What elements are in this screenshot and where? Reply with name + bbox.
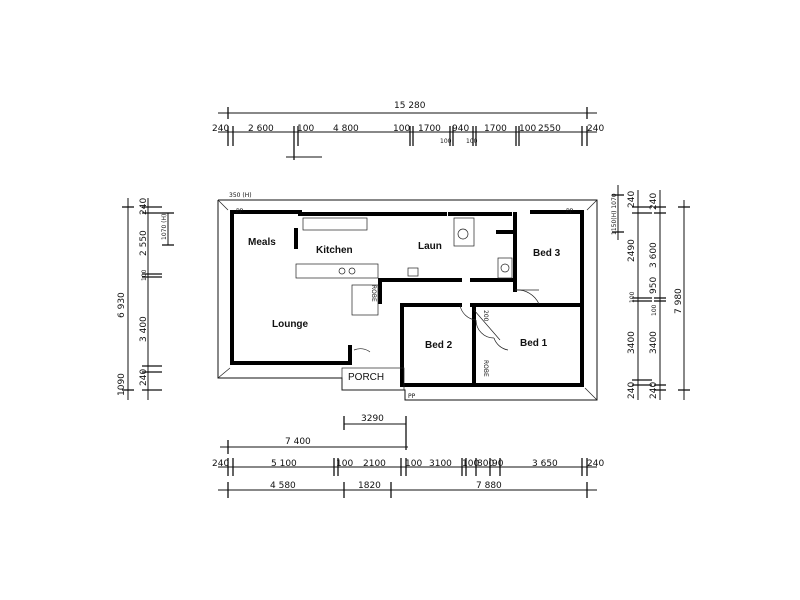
dim-100: 100 [519,124,536,134]
dim-1090: 1090 [117,373,127,396]
dim-overall-depth: 6 930 [117,292,127,318]
dim-800: 800 [477,459,494,469]
dim-100: 100 [405,459,422,469]
bottom-dimensions: 3290 7 400 240 5 100 100 2100 100 3100 1… [212,414,604,498]
right-dimensions: 1150(H) 1070 240 2490 100 3400 240 240 3… [611,185,690,400]
dim-1820: 1820 [358,481,381,491]
dim-240: 240 [139,198,149,215]
dim-1070: 1070 (H) [161,214,168,240]
walls [230,210,584,387]
dim-5100: 5 100 [271,459,297,469]
dim-240: 240 [649,382,659,399]
room-label-bed-1: Bed 1 [520,338,548,349]
dim-3100: 3100 [429,459,452,469]
room-label-kitchen: Kitchen [316,245,353,256]
dim-1700: 1700 [484,124,507,134]
dim-100: 100 [651,304,658,316]
left-dimensions: 6 930 240 2 550 100 3 400 1090 240 1070 … [117,198,174,400]
dim-3600: 3 600 [649,242,659,268]
label-pp: PP [408,393,416,400]
dim-240: 240 [139,369,149,386]
top-dimensions: 15 280 240 2 600 100 4 800 100 1700 940 … [212,101,604,160]
room-label-porch: PORCH [348,372,384,383]
room-label-meals: Meals [248,237,276,248]
porch: PORCH [341,367,405,391]
room-label-bed-3: Bed 3 [533,248,561,259]
dim-3400: 3400 [627,331,637,354]
label-200: 200 [482,310,489,322]
dim-2550: 2550 [538,124,561,134]
dim-4580: 4 580 [270,481,296,491]
dim-240: 240 [627,191,637,208]
label-pp: PP [236,208,244,215]
dim-240: 240 [212,459,229,469]
room-labels: Meals Kitchen Laun Bed 3 Lounge Bed 2 Be… [248,237,561,351]
dim-3650: 3 650 [532,459,558,469]
dim-90: 90 [492,459,504,469]
label-350: 350 (H) [229,192,252,199]
dim-3290: 3290 [361,414,384,424]
dim-100: 100 [466,138,478,145]
dim-1070: 1150(H) 1070 [611,193,618,235]
label-robe: ROBE [482,360,489,377]
dim-240: 240 [212,124,229,134]
room-label-bed-2: Bed 2 [425,340,453,351]
dim-240: 240 [587,124,604,134]
dim-940: 940 [452,124,469,134]
dim-100: 100 [393,124,410,134]
room-label-laun: Laun [418,241,442,252]
dim-4800: 4 800 [333,124,359,134]
door-swings [353,289,540,353]
dim-240: 240 [649,193,659,210]
fixtures [295,217,513,316]
dim-2600: 2 600 [248,124,274,134]
dim-950: 950 [649,277,659,294]
dim-100: 100 [141,269,148,281]
dim-100: 100 [440,138,452,145]
dim-2490: 2490 [627,239,637,262]
dim-3400: 3400 [649,331,659,354]
eave-line [217,199,598,401]
dim-100: 100 [629,291,636,303]
dim-2550: 2 550 [139,230,149,256]
dim-100: 100 [297,124,314,134]
dim-7880: 7 880 [476,481,502,491]
dim-100: 100 [336,459,353,469]
dim-240: 240 [587,459,604,469]
dim-7400: 7 400 [285,437,311,447]
dim-1700: 1700 [418,124,441,134]
dim-2100: 2100 [363,459,386,469]
small-labels: 350 (H) PP PP PP ROBE 200 ROBE [229,192,574,400]
dim-overall-width: 15 280 [394,101,426,111]
label-robe: ROBE [370,285,377,302]
label-pp: PP [566,208,574,215]
dim-240: 240 [627,382,637,399]
dim-100: 100 [462,459,479,469]
room-label-lounge: Lounge [272,319,309,330]
dim-overall-depth-right: 7 980 [674,288,684,314]
dim-3400: 3 400 [139,316,149,342]
